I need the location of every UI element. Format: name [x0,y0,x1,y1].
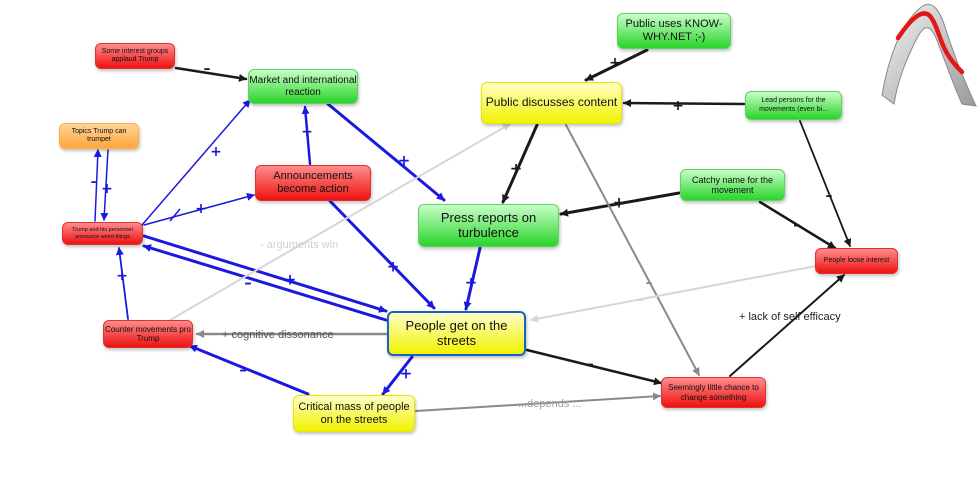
edge-announce-to-market-sign: + [301,124,313,140]
node-public-uses[interactable]: Public uses KNOW-WHY.NET ;-) [617,13,731,49]
edge-interest-to-market-sign: – [204,61,211,77]
edge-counter-to-trump-sign: + [116,268,128,284]
edge-label-cognitive-dissonance: + cognitive dissonance [222,329,334,341]
edge-catchy-to-press [559,191,681,217]
node-little-chance[interactable]: Seemingly little chance to change someth… [661,377,766,408]
edge-catchy-to-loose-sign: – [793,216,801,234]
edge-topics-to-trump [100,149,109,221]
edge-lead-to-discusses-sign: + [672,98,684,114]
edge-discusses-to-press-sign: + [510,160,523,178]
node-market-reaction[interactable]: Market and international reaction [248,69,358,104]
edge-market-to-press-sign: + [398,152,411,170]
edge-streets-to-chance-sign: – [586,355,594,373]
node-people-streets[interactable]: People get on the streets [387,311,526,356]
edge-interest-to-market [174,66,248,82]
edge-chance-to-loose [729,274,845,377]
edge-loose-to-streets [530,265,817,323]
node-people-loose-interest[interactable]: People loose interest [815,248,898,274]
node-press-reports[interactable]: Press reports on turbulence [418,204,559,247]
edge-lead-to-loose [799,120,852,247]
edge-press-to-streets-sign: + [465,274,478,292]
node-critical-mass[interactable]: Critical mass of people on the streets [293,395,415,432]
edge-trump-to-topics-sign: – [91,174,98,190]
node-counter-movements[interactable]: Counter movements pro Trump [103,320,193,348]
edge-label-lack-self-efficacy: + lack of self efficacy [739,311,841,323]
node-lead-persons[interactable]: Lead persons for the movements (even bi.… [745,91,842,120]
edge-trump-to-market [141,99,251,226]
node-some-interest-groups[interactable]: Some interest groups applaud Trump [95,43,175,69]
edge-market-to-press [326,102,446,202]
edge-announce-to-market [301,105,312,166]
edge-lead-to-discusses [622,99,746,108]
edge-label-arguments-win: - arguments win [260,239,339,251]
edge-discusses-to-chance [565,124,700,376]
edge-announce-to-streets-sign: + [387,258,400,276]
edge-streets-to-trump-sign: – [244,274,252,292]
node-topics-trump[interactable]: Topics Trump can trumpet [59,123,139,149]
edge-trump-to-streets [142,234,388,313]
edge-trump-to-market-sign: + [210,144,222,160]
edge-streets-to-chance [525,348,663,386]
edge-trump-to-streets-sign: + [284,271,297,289]
node-announcements[interactable]: Announcements become action [255,165,371,201]
edge-discusses-to-press [501,123,539,204]
edge-loose-to-streets-sign: – [638,292,645,308]
edge-critical-to-counter-sign: – [239,361,247,379]
edge-streets-to-critical [381,355,414,396]
edge-counter-to-trump [115,247,129,320]
edge-label-depends: ...depends ... [518,398,582,410]
edge-trump-to-announce [143,192,255,226]
edge-delay-mark [169,208,181,222]
edge-lead-to-loose-sign: – [826,188,833,204]
edge-press-to-streets [463,246,482,311]
mountain-logo [881,3,977,107]
edge-publicuses-to-discusses-sign: + [609,55,621,71]
edge-counter-to-discusses [169,123,511,321]
edge-catchy-to-loose [758,200,837,250]
edge-streets-to-trump [142,244,388,322]
edge-publicuses-to-discusses [584,48,649,82]
edge-critical-to-counter [188,344,310,396]
edge-trump-to-announce-sign: + [195,201,207,217]
node-public-discusses[interactable]: Public discusses content [481,82,622,124]
edge-critical-to-chance [415,392,661,412]
node-trump-personnel[interactable]: Trump and his personnel announce weird t… [62,222,143,245]
edge-catchy-to-press-sign: + [613,194,626,212]
edge-topics-to-trump-sign: + [101,181,113,197]
edge-streets-to-critical-sign: + [400,365,413,383]
node-catchy-name[interactable]: Catchy name for the movement [680,169,785,201]
edge-discusses-to-chance-sign: – [646,275,653,291]
edge-trump-to-topics [93,149,102,222]
